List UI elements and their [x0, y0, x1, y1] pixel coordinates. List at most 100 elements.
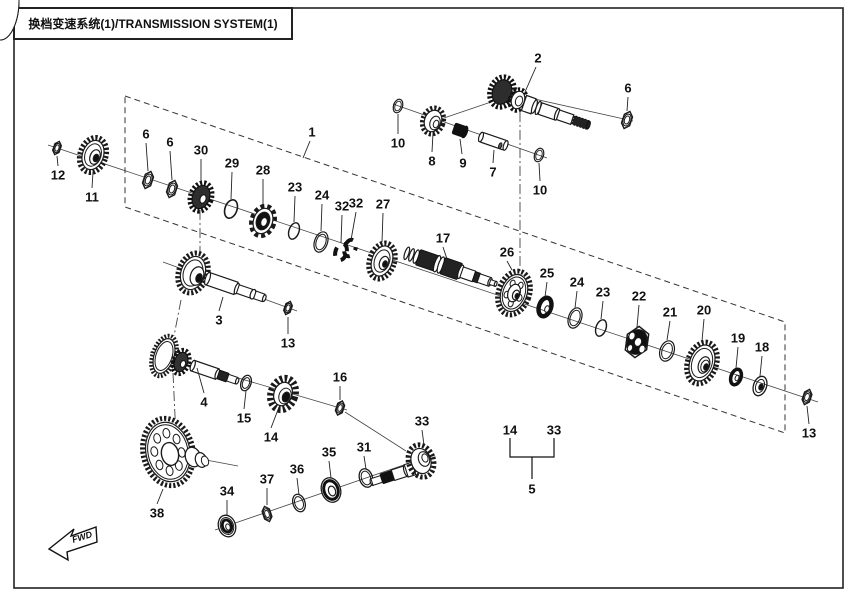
axis-line: [205, 459, 239, 467]
callout-leader-line: [270, 406, 280, 429]
callout-number: 1: [308, 125, 315, 140]
lightening-hole: [155, 459, 164, 471]
part-ring: [703, 363, 709, 371]
callout-4: 4: [196, 367, 208, 410]
part-8-gear-teeth: [419, 105, 447, 137]
part-30-gear-teeth: [187, 180, 215, 214]
callout-leader-line: [218, 296, 224, 312]
callout-number: 32: [335, 199, 349, 214]
part-ring: [54, 144, 60, 152]
callout-number: 9: [459, 156, 466, 171]
part-ring: [628, 331, 636, 341]
callout-leader-line: [666, 320, 671, 341]
callout-6: 6: [624, 81, 632, 112]
part-ring: [225, 523, 231, 531]
fwd-arrow: FWD: [47, 526, 98, 562]
part-7-pin: [477, 131, 509, 151]
part-23-ring: [287, 222, 301, 240]
part-ring: [322, 479, 340, 501]
callout-number: 24: [315, 188, 330, 203]
callout-leader-line: [538, 162, 541, 182]
part-ring: [623, 115, 631, 125]
assembly-bracket: 14 33 5: [503, 423, 561, 497]
callout-number: 3: [215, 313, 222, 328]
part-ring: [461, 125, 469, 139]
callout-number: 11: [85, 190, 99, 205]
callout-27: 27: [376, 197, 390, 243]
part-ring: [394, 100, 402, 112]
part-ring: [179, 359, 187, 369]
callout-3: 3: [215, 296, 224, 328]
part-11-bore: [92, 153, 100, 163]
callout-leader-line: [230, 171, 233, 200]
callout-number: 22: [632, 289, 646, 304]
bracket-part-label: 33: [547, 423, 561, 438]
callout-leader-line: [320, 203, 323, 232]
callout-number: 4: [200, 395, 208, 410]
callout-11: 11: [85, 171, 99, 205]
callout-22: 22: [632, 289, 646, 328]
part-ring: [477, 131, 485, 143]
callout-leader-line: [524, 66, 537, 93]
part-ring: [758, 383, 764, 391]
callout-number: 36: [290, 462, 304, 477]
lightening-hole: [172, 433, 181, 445]
callout-leader-line: [243, 390, 247, 410]
centerlines-layer: [172, 112, 521, 438]
callout-18: 18: [755, 340, 769, 377]
part-3-shaft: [203, 271, 267, 303]
part-ring: [241, 377, 251, 389]
callout-number: 33: [415, 414, 429, 429]
part-20-gear-teeth: [684, 339, 720, 387]
callout-number: 12: [51, 168, 65, 183]
callout-leader-line: [381, 212, 384, 243]
part-25-seal-ring: [536, 295, 554, 319]
part-ring: [234, 377, 240, 385]
fwd-arrow-icon: [47, 526, 98, 562]
callout-leader-line: [626, 96, 629, 112]
callout-10: 10: [391, 114, 405, 151]
lightening-hole: [153, 433, 162, 444]
callout-leader-line: [302, 140, 311, 159]
part-ring: [497, 142, 503, 150]
callout-number: 29: [225, 156, 239, 171]
part-19-seal-ring: [728, 367, 744, 387]
part-ring: [154, 341, 174, 371]
callout-number: 15: [237, 411, 251, 426]
part-ring: [168, 184, 176, 194]
callout-38: 38: [150, 488, 164, 521]
callout-25: 25: [540, 266, 554, 298]
callout-number: 35: [322, 445, 336, 460]
part-ring: [199, 194, 207, 204]
callout-9: 9: [459, 138, 467, 171]
callout-number: 8: [428, 154, 435, 169]
callout-leader-line: [806, 405, 810, 425]
callout-leader-line: [350, 211, 357, 241]
part-ring: [491, 79, 513, 105]
part-23-ring: [594, 319, 608, 337]
callout-31: 31: [357, 440, 371, 470]
callout-number: 28: [256, 163, 270, 178]
callout-34: 34: [220, 484, 235, 516]
part-ring: [493, 280, 498, 287]
callout-number: 31: [357, 440, 371, 455]
callout-8: 8: [428, 132, 436, 169]
callout-leader-line: [600, 300, 604, 320]
part-ring: [281, 391, 291, 403]
part-ring: [337, 404, 343, 412]
callout-leader-line: [363, 455, 367, 470]
lightening-hole: [150, 446, 159, 457]
callout-24: 24: [315, 188, 330, 232]
callout-26: 26: [500, 245, 514, 271]
part-31-ring: [358, 468, 374, 488]
part-32-half-ring: [333, 241, 349, 263]
part-ring: [432, 119, 440, 129]
axis-line: [392, 103, 548, 159]
callout-30: 30: [194, 143, 208, 182]
callout-leader-line: [156, 488, 164, 505]
callout-number: 26: [500, 245, 514, 260]
part-ring: [754, 378, 766, 394]
part-4-shaft: [189, 359, 240, 385]
callout-number: 37: [260, 472, 274, 487]
